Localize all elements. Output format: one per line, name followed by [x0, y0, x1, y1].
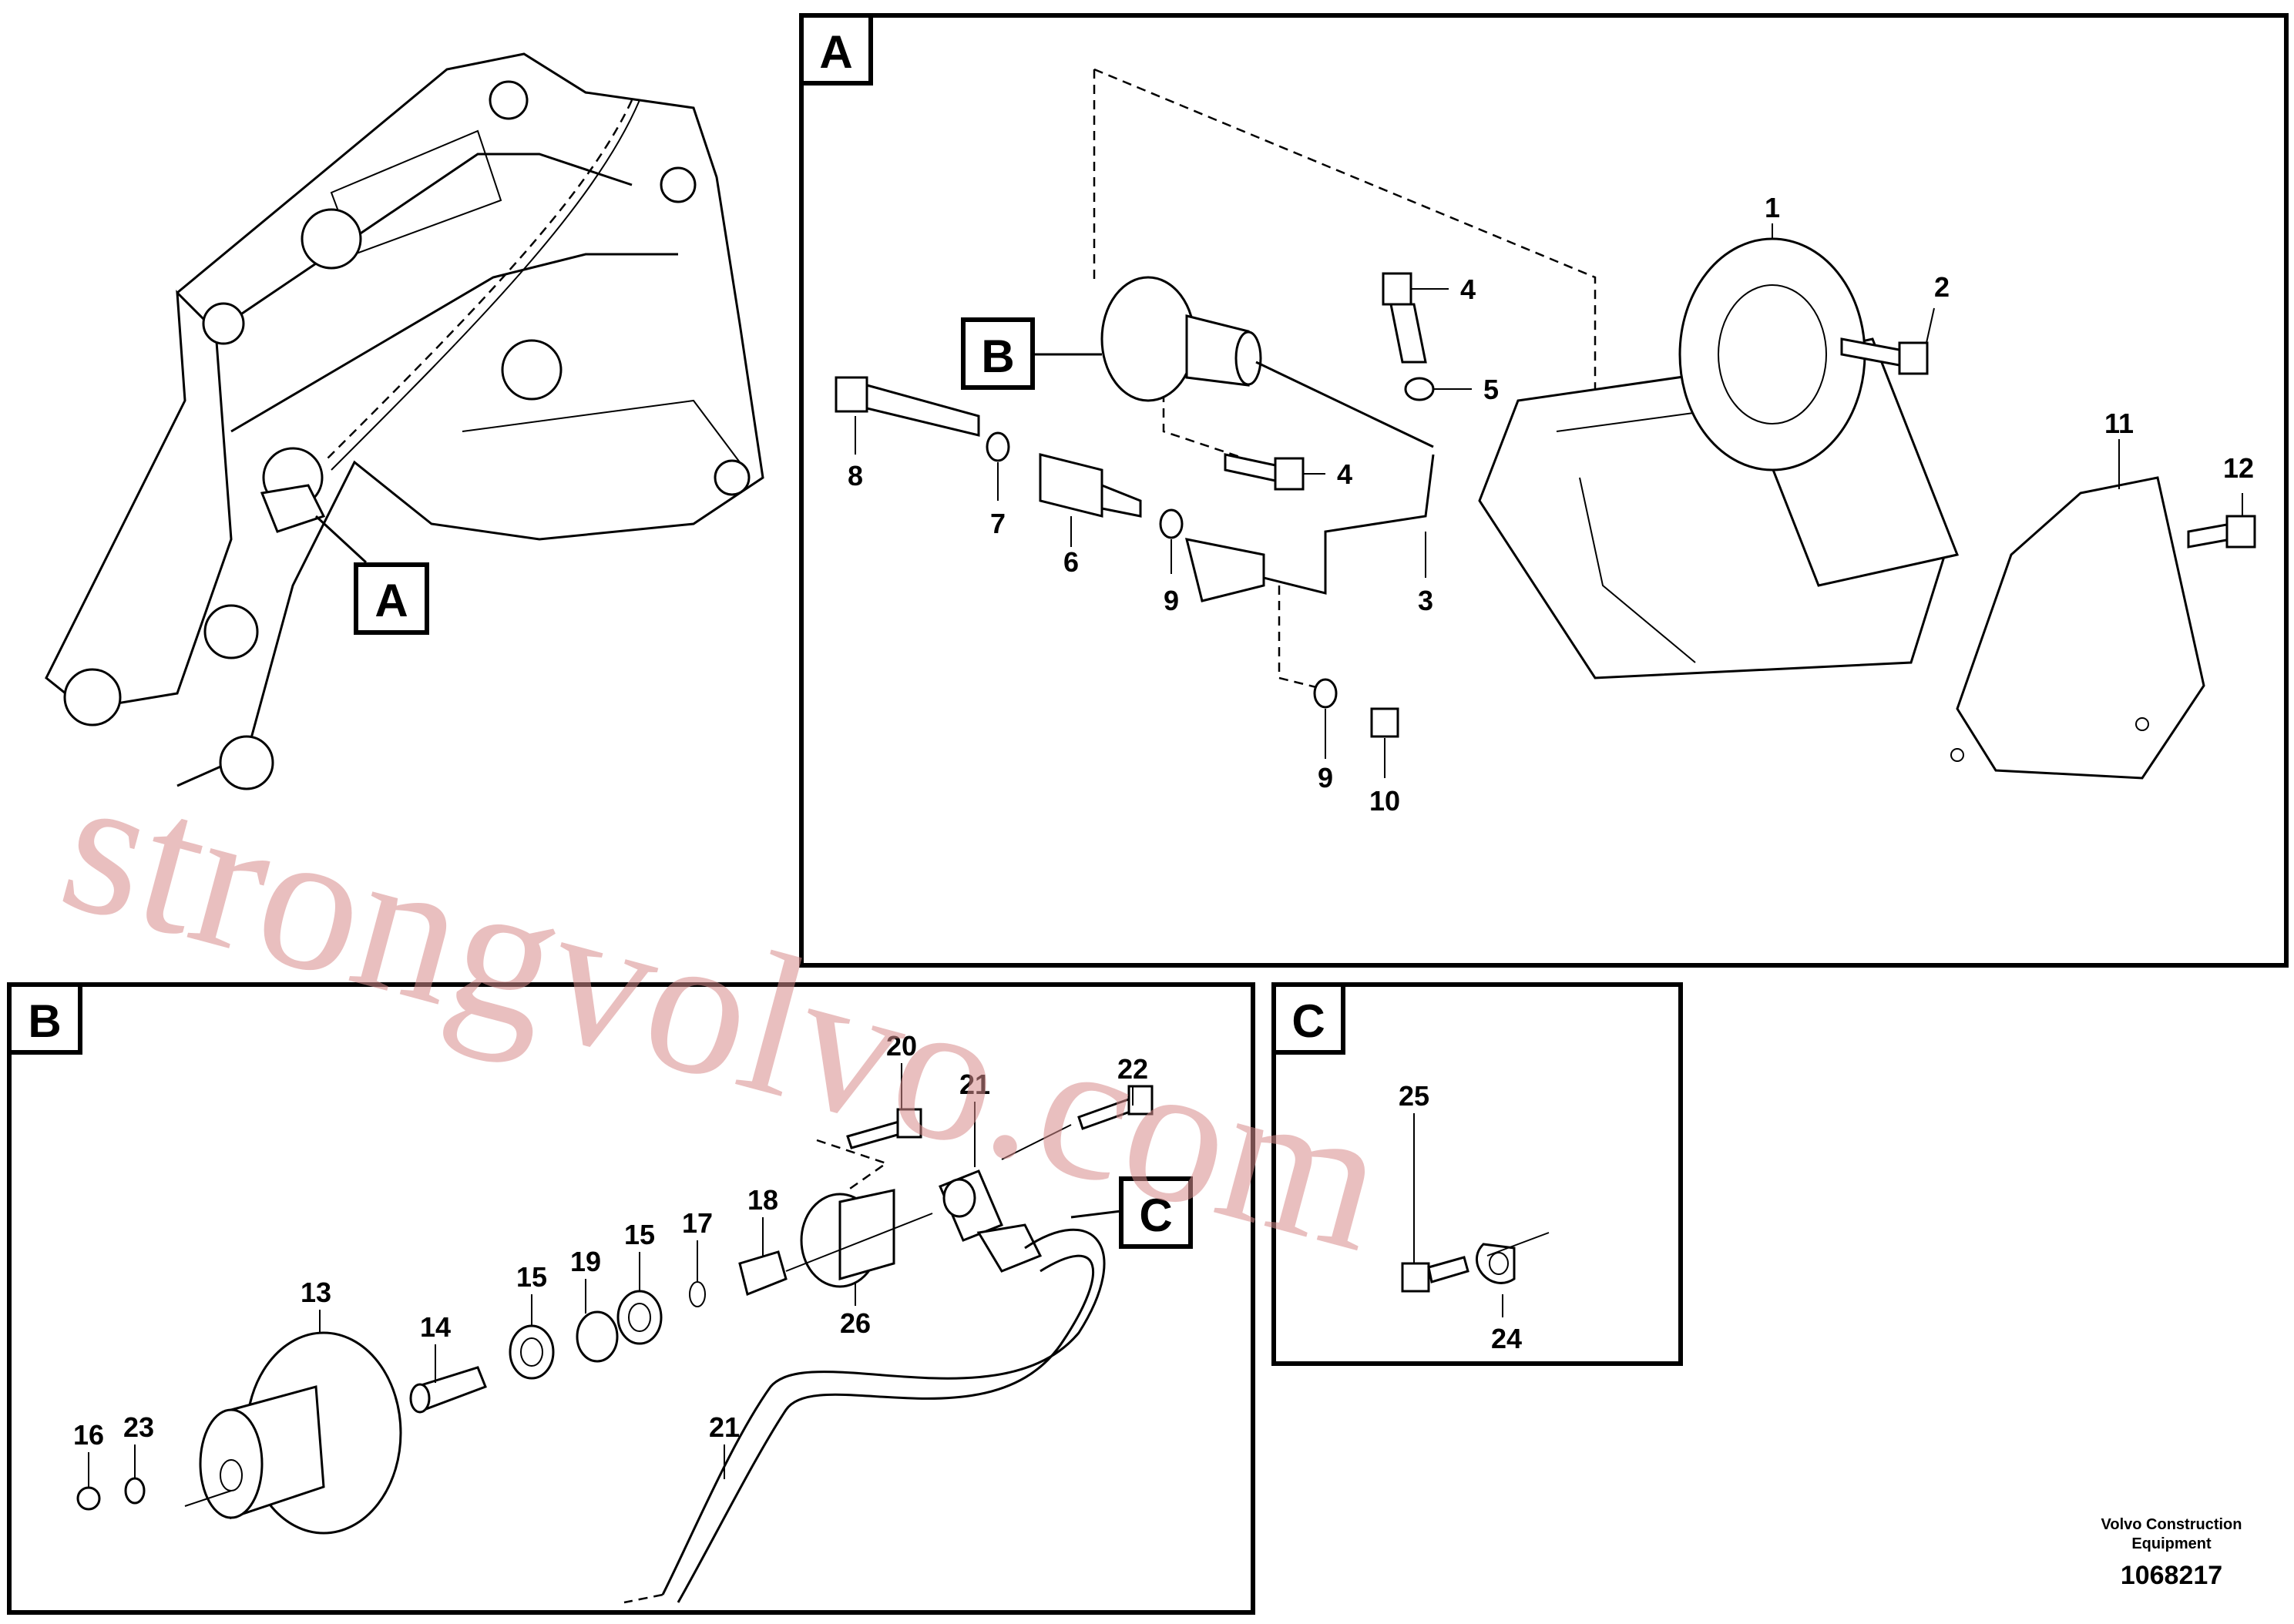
- callout-label: 7: [990, 508, 1006, 539]
- callout-label: 21: [709, 1411, 740, 1443]
- callout-label: 13: [301, 1277, 331, 1308]
- view-a-label: A: [819, 26, 852, 78]
- view-b-panel: B: [7, 982, 1255, 1615]
- view-b-label: B: [28, 995, 61, 1047]
- callout-label: 26: [840, 1307, 871, 1339]
- callout-label: 14: [420, 1311, 451, 1343]
- brand-line-1: Volvo Construction: [2101, 1516, 2242, 1533]
- callout-label: 19: [570, 1246, 601, 1277]
- watermark-text: strongvolvo.com: [42, 730, 1406, 1293]
- callout-label: 24: [1491, 1323, 1522, 1354]
- sensor-21: [939, 1169, 1043, 1273]
- brand-line-2: Equipment: [2131, 1535, 2212, 1552]
- callout-label: 18: [747, 1184, 778, 1216]
- callout-label: 20: [886, 1030, 917, 1062]
- hub-13: [199, 1331, 402, 1535]
- overview-tag-a: A: [374, 575, 408, 626]
- document-number: 1068217: [2121, 1561, 2222, 1590]
- callout-label: 2: [1934, 271, 1950, 303]
- sensor-location-overview: [260, 447, 326, 533]
- callout-label: 6: [1063, 546, 1079, 578]
- callout-label: 5: [1483, 374, 1499, 405]
- callout-label: 25: [1399, 1080, 1429, 1112]
- callout-label: 3: [1418, 585, 1433, 616]
- callout-label: 10: [1369, 785, 1400, 817]
- view-b-tag-c: C: [1139, 1189, 1172, 1241]
- bolt-25: [1401, 1256, 1469, 1293]
- callout-label: 23: [123, 1411, 154, 1443]
- callout-label: 17: [682, 1207, 713, 1239]
- callout-label: 21: [959, 1069, 990, 1100]
- clip-24: [1475, 1243, 1516, 1284]
- loader-arm-overview: A: [45, 52, 764, 790]
- callout-label: 15: [516, 1261, 547, 1293]
- callout-label: 16: [73, 1419, 104, 1451]
- bolt-4-upper: [1382, 272, 1427, 364]
- bolt-2: [1840, 337, 1929, 375]
- callout-label: 8: [848, 460, 863, 492]
- callout-label: 4: [1460, 273, 1476, 305]
- callout-label: 12: [2223, 452, 2254, 484]
- brand-block: Volvo Construction Equipment 1068217: [2101, 1516, 2242, 1590]
- bolt-4-lower: [1224, 453, 1305, 491]
- callout-label: 9: [1318, 762, 1333, 794]
- view-c-panel: C 25 24: [1271, 982, 1683, 1366]
- bolt-8: [835, 376, 980, 437]
- callout-label: 9: [1164, 585, 1179, 616]
- view-a-panel: A: [799, 13, 2289, 968]
- callout-label: 4: [1337, 458, 1352, 490]
- view-c-label: C: [1291, 995, 1325, 1047]
- spacer-6: [1039, 453, 1142, 518]
- callout-label: 1: [1765, 192, 1780, 223]
- callout-label: 11: [2104, 408, 2134, 439]
- view-a-tag-b: B: [981, 331, 1014, 382]
- callout-label: 22: [1117, 1053, 1148, 1085]
- callout-label: 15: [624, 1219, 655, 1250]
- bolt-12: [2187, 515, 2256, 549]
